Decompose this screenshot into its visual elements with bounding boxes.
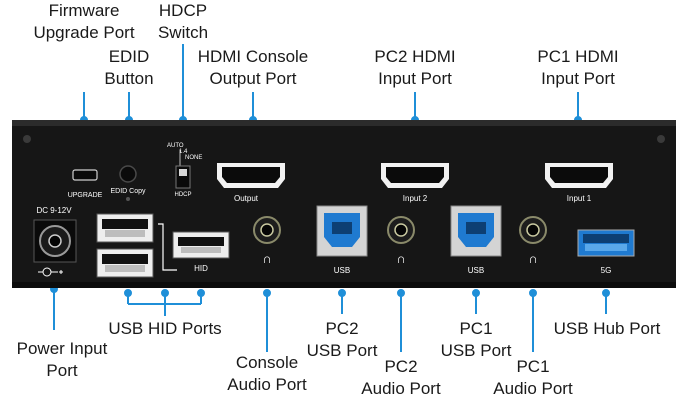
leader-hid-dot-b bbox=[161, 289, 169, 297]
hid-port-2[interactable] bbox=[96, 248, 154, 278]
callout-usb-hub: USB Hub Port bbox=[546, 318, 668, 340]
callout-console-audio-line1: Console bbox=[235, 353, 299, 372]
hid-port-3[interactable] bbox=[172, 231, 230, 259]
callout-pc2-hdmi: PC2 HDMI Input Port bbox=[360, 46, 470, 90]
callout-usb-hid: USB HID Ports bbox=[98, 318, 232, 340]
callout-hdcp-line1: HDCP bbox=[158, 1, 208, 20]
hdmi-output-port[interactable] bbox=[217, 163, 285, 188]
callout-hdcp: HDCP Switch bbox=[138, 0, 228, 44]
callout-pc2-audio-line2: Audio Port bbox=[361, 379, 441, 398]
callout-pc1-hdmi: PC1 HDMI Input Port bbox=[523, 46, 633, 90]
firmware-port[interactable] bbox=[72, 169, 98, 181]
callout-pc2-usb-line1: PC2 bbox=[325, 319, 359, 338]
hdmi-input2-port[interactable] bbox=[381, 163, 449, 188]
output-label: Output bbox=[234, 194, 259, 203]
callout-usb-hub-line1: USB Hub Port bbox=[553, 319, 661, 338]
callout-firmware-line2: Upgrade Port bbox=[33, 23, 135, 42]
leader-pc1-audio-dot bbox=[529, 289, 537, 297]
pc2-usb-b-port[interactable] bbox=[316, 205, 368, 257]
hdcp-switch-knob[interactable] bbox=[179, 169, 187, 176]
input2-label: Input 2 bbox=[403, 194, 428, 203]
callout-power-line1: Power Input bbox=[16, 339, 108, 358]
hdcp-none-label: NONE bbox=[185, 155, 202, 161]
callout-console-audio: Console Audio Port bbox=[214, 352, 320, 396]
pc2-usb-label: USB bbox=[334, 266, 350, 275]
input1-label: Input 1 bbox=[567, 194, 592, 203]
leader-pc2-usb-dot bbox=[338, 289, 346, 297]
callout-pc1-audio-line1: PC1 bbox=[516, 357, 550, 376]
hdcp-auto-label: AUTO bbox=[167, 143, 184, 149]
callout-pc1-usb-line1: PC1 bbox=[459, 319, 493, 338]
hdmi-input1-port[interactable] bbox=[545, 163, 613, 188]
upgrade-label: UPGRADE bbox=[68, 192, 103, 199]
hub-5g-label: 5G bbox=[601, 266, 612, 275]
hid-port-1[interactable] bbox=[96, 213, 154, 243]
callout-pc1-usb-line2: USB Port bbox=[440, 341, 512, 360]
leader-console-audio-dot bbox=[263, 289, 271, 297]
callout-hdmi-console-line1: HDMI Console bbox=[197, 47, 309, 66]
callout-firmware-line1: Firmware bbox=[48, 1, 120, 20]
callout-pc2-hdmi-line2: Input Port bbox=[378, 69, 452, 88]
screw-top-right bbox=[657, 135, 665, 143]
callout-usb-hid-line1: USB HID Ports bbox=[108, 319, 222, 338]
callout-console-audio-line2: Audio Port bbox=[227, 375, 307, 394]
leader-pc1-usb-dot bbox=[472, 289, 480, 297]
callout-hdcp-line2: Switch bbox=[157, 23, 209, 42]
pc2-audio-port[interactable] bbox=[387, 216, 415, 244]
callout-hdmi-console-line2: Output Port bbox=[209, 69, 297, 88]
hdcp-label: HDCP bbox=[174, 192, 191, 198]
callout-edid-line2: Button bbox=[104, 69, 154, 88]
callout-pc1-hdmi-line1: PC1 HDMI bbox=[537, 47, 619, 66]
leader-hid-dot-a bbox=[124, 289, 132, 297]
callout-firmware: Firmware Upgrade Port bbox=[14, 0, 154, 44]
dc-jack-center bbox=[48, 234, 62, 248]
console-audio-port[interactable] bbox=[253, 216, 281, 244]
hid-bracket bbox=[158, 223, 177, 271]
callout-pc2-usb-line2: USB Port bbox=[306, 341, 378, 360]
callout-pc2-hdmi-line1: PC2 HDMI bbox=[374, 47, 456, 66]
hdcp-14-label: 1.4 bbox=[179, 149, 188, 155]
rear-panel-top-edge bbox=[12, 120, 676, 126]
callout-pc2-audio-line1: PC2 bbox=[384, 357, 418, 376]
usb-hub-port[interactable] bbox=[577, 229, 635, 257]
leader-usb-hub-dot bbox=[602, 289, 610, 297]
leader-pc2-audio-dot bbox=[397, 289, 405, 297]
leader-hid-dot-c bbox=[197, 289, 205, 297]
headphone-icon: ∩ bbox=[528, 251, 537, 266]
pc1-usb-label: USB bbox=[468, 266, 484, 275]
callout-pc1-usb: PC1 USB Port bbox=[430, 318, 522, 362]
dc-label: DC 9-12V bbox=[36, 206, 72, 215]
callout-pc2-audio: PC2 Audio Port bbox=[350, 356, 452, 400]
callout-edid: EDID Button bbox=[94, 46, 164, 90]
callout-pc1-audio: PC1 Audio Port bbox=[482, 356, 584, 400]
edid-led bbox=[126, 197, 130, 201]
callout-pc1-hdmi-line2: Input Port bbox=[541, 69, 615, 88]
headphone-icon: ∩ bbox=[396, 251, 405, 266]
rear-panel-bottom-edge bbox=[12, 282, 676, 288]
edid-button[interactable] bbox=[119, 165, 137, 183]
callout-pc1-audio-line2: Audio Port bbox=[493, 379, 573, 398]
pc1-audio-port[interactable] bbox=[519, 216, 547, 244]
pc1-usb-b-port[interactable] bbox=[450, 205, 502, 257]
polarity-icon bbox=[38, 267, 63, 277]
callout-power: Power Input Port bbox=[0, 338, 124, 382]
screw-top-left bbox=[23, 135, 31, 143]
hid-label: HID bbox=[194, 264, 208, 273]
edid-copy-label: EDID Copy bbox=[110, 188, 146, 195]
callout-edid-line1: EDID bbox=[108, 47, 150, 66]
callout-hdmi-console: HDMI Console Output Port bbox=[193, 46, 313, 90]
callout-power-line2: Port bbox=[46, 361, 78, 380]
callout-pc2-usb: PC2 USB Port bbox=[296, 318, 388, 362]
headphone-icon: ∩ bbox=[262, 251, 271, 266]
